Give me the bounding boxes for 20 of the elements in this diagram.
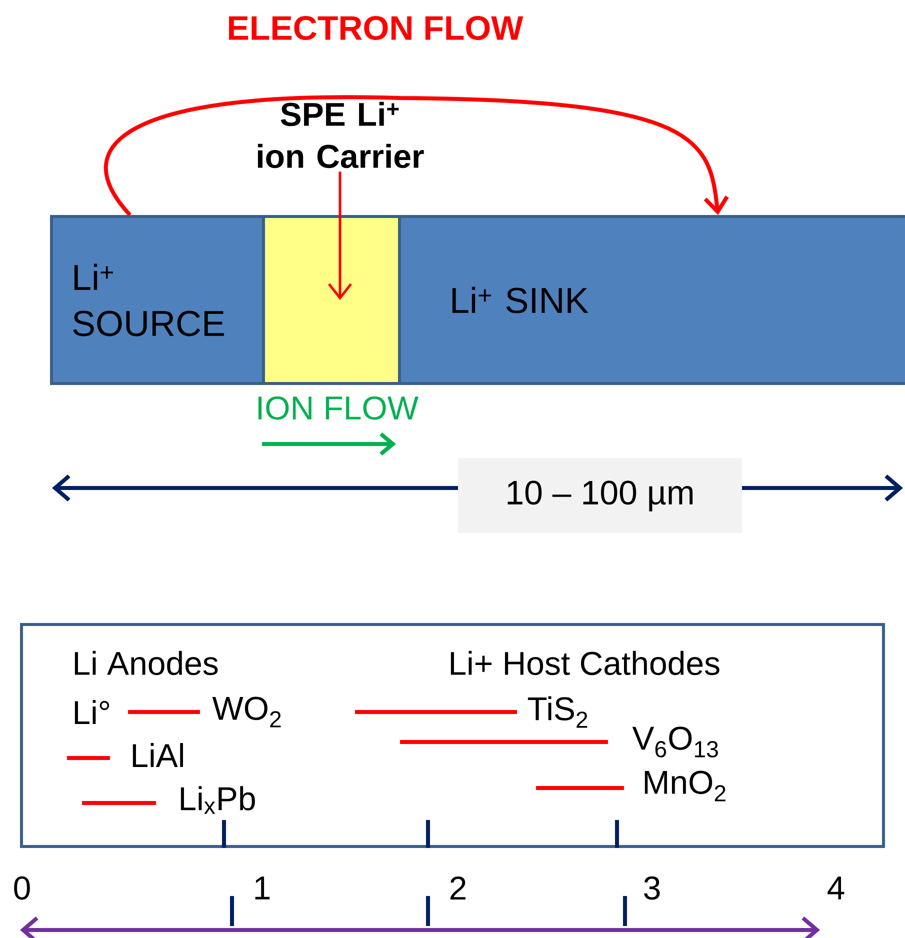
dimension-label: 10 – 100 µm (458, 458, 742, 533)
axis-number: 4 (828, 876, 844, 900)
axis-number: 1 (255, 876, 270, 900)
leader-arrow (328, 172, 352, 300)
axis-number: 2 (450, 876, 466, 900)
material-label: MnO$_{2}$ (644, 770, 726, 802)
material-label: Li° (74, 700, 110, 724)
flow-label: ION FLOW (258, 396, 418, 420)
material-label: LiAl (132, 743, 183, 767)
source-electrode-box: Li$^{+}$ SOURCE (50, 215, 265, 385)
material-label: V$_{6}$O$_{13}$ (632, 726, 718, 758)
axis-number: 0 (14, 876, 30, 900)
material-label: WO$_{2}$ (212, 696, 281, 728)
edge-label: ELECTRON FLOW (229, 16, 524, 40)
material-label: TiS$_{2}$ (528, 696, 588, 728)
material-label: Li$_{x}$Pb (180, 786, 255, 814)
electrolyte-box (262, 215, 401, 385)
electron-flow-arrow (104, 95, 729, 216)
sink-electrode-box: Li$^{+}$ SINK (398, 215, 905, 385)
electrolyte-label: SPE Li$^{+}$ ion Carrier (258, 102, 424, 168)
